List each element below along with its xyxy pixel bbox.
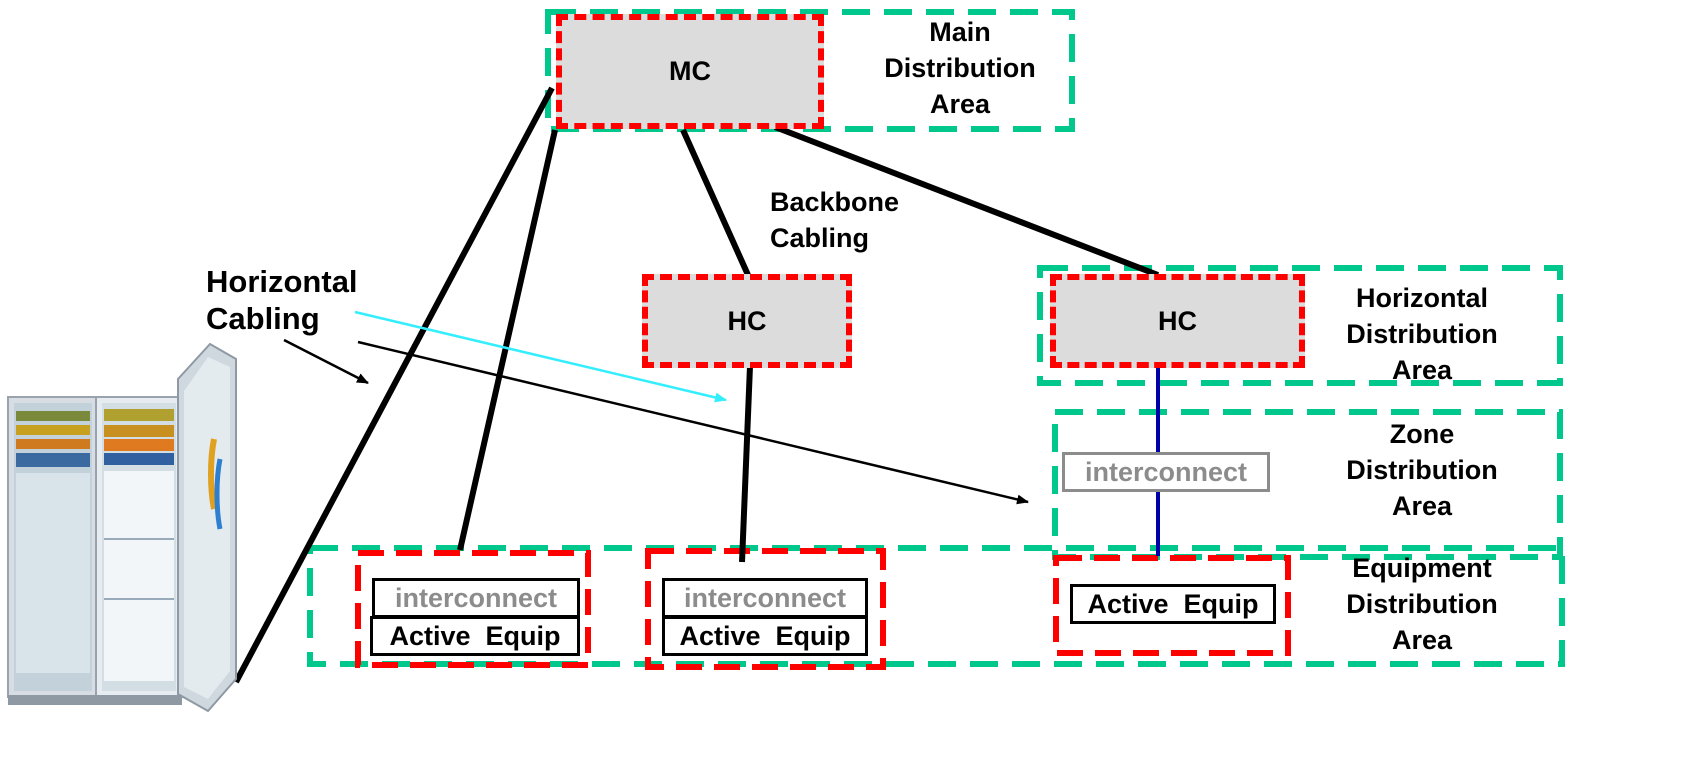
- active-equip-label: Active Equip: [1087, 588, 1259, 619]
- horizontal-cabling-arrow-short: [283, 338, 369, 385]
- area-label-line: Area: [1391, 625, 1453, 655]
- backbone-cabling-label: Backbone Cabling: [770, 184, 920, 256]
- horizontal-hc-to-equip-2: [739, 365, 753, 563]
- area-label-line: Distribution: [1346, 319, 1498, 349]
- backbone-mc-to-hc-right: [773, 124, 1160, 278]
- area-label-line: Area: [929, 89, 991, 119]
- hc-right-node: HC: [1050, 274, 1305, 368]
- mc-node-label: MC: [669, 56, 711, 86]
- equip-group-2-interconnect: interconnect: [662, 578, 868, 618]
- main-distribution-area-label: Main Distribution Area: [860, 14, 1060, 122]
- horizontal-mc-to-rack: [233, 86, 555, 684]
- active-equip-label: Active Equip: [679, 620, 851, 651]
- equip-group-2-active-equip: Active Equip: [662, 616, 868, 656]
- main-distribution-area-frame: [545, 9, 1075, 132]
- active-equip-label: Active Equip: [389, 620, 561, 651]
- equipment-distribution-area-label: Equipment Distribution Area: [1322, 550, 1522, 658]
- equip-group-1-interconnect: interconnect: [372, 578, 580, 618]
- area-label-line: Zone: [1389, 419, 1455, 449]
- equip-group-3-active-equip: Active Equip: [1070, 584, 1276, 624]
- area-label-line: Distribution: [884, 53, 1036, 83]
- backbone-mc-to-hc-middle: [680, 128, 751, 277]
- horizontal-distribution-area-frame: [1037, 265, 1563, 386]
- area-label-line: Distribution: [1346, 589, 1498, 619]
- hc-middle-node-label: HC: [727, 305, 767, 336]
- area-label-line: Horizontal: [1356, 283, 1488, 313]
- hc-middle-node: HC: [642, 274, 852, 368]
- zone-distribution-area-frame: [1052, 409, 1563, 560]
- equip-group-1-active-equip: Active Equip: [370, 616, 580, 656]
- horizontal-cabling-arrow-cyan: [354, 310, 727, 403]
- area-label-line: Distribution: [1346, 455, 1498, 485]
- server-rack-cabinet-icon: [7, 342, 237, 713]
- label-line: Horizontal: [206, 264, 358, 299]
- area-label-line: Area: [1391, 355, 1453, 385]
- zone-interconnect-box: interconnect: [1062, 452, 1270, 492]
- mc-node: MC: [556, 14, 824, 129]
- area-label-line: Area: [1391, 491, 1453, 521]
- equip-group-2-frame: [645, 548, 886, 670]
- area-label-line: Equipment: [1352, 553, 1492, 583]
- horizontal-distribution-area-label: Horizontal Distribution Area: [1322, 280, 1522, 388]
- equip-group-1-frame: [355, 550, 591, 668]
- hc-right-node-label: HC: [1158, 305, 1197, 336]
- label-line: Cabling: [770, 223, 869, 253]
- zone-distribution-area-label: Zone Distribution Area: [1322, 416, 1522, 524]
- label-line: Backbone: [770, 187, 900, 217]
- label-line: Cabling: [206, 301, 320, 336]
- horizontal-mc-to-equip-1: [457, 129, 558, 551]
- area-label-line: Main: [929, 17, 991, 47]
- equip-group-3-frame: [1053, 555, 1291, 656]
- equipment-distribution-area-frame: [307, 545, 1565, 667]
- horizontal-cabling-label: Horizontal Cabling: [206, 263, 396, 337]
- interconnect-label: interconnect: [683, 582, 847, 613]
- interconnect-label: interconnect: [1084, 456, 1248, 487]
- interconnect-label: interconnect: [394, 582, 558, 613]
- horizontal-cabling-arrow-long: [357, 340, 1029, 505]
